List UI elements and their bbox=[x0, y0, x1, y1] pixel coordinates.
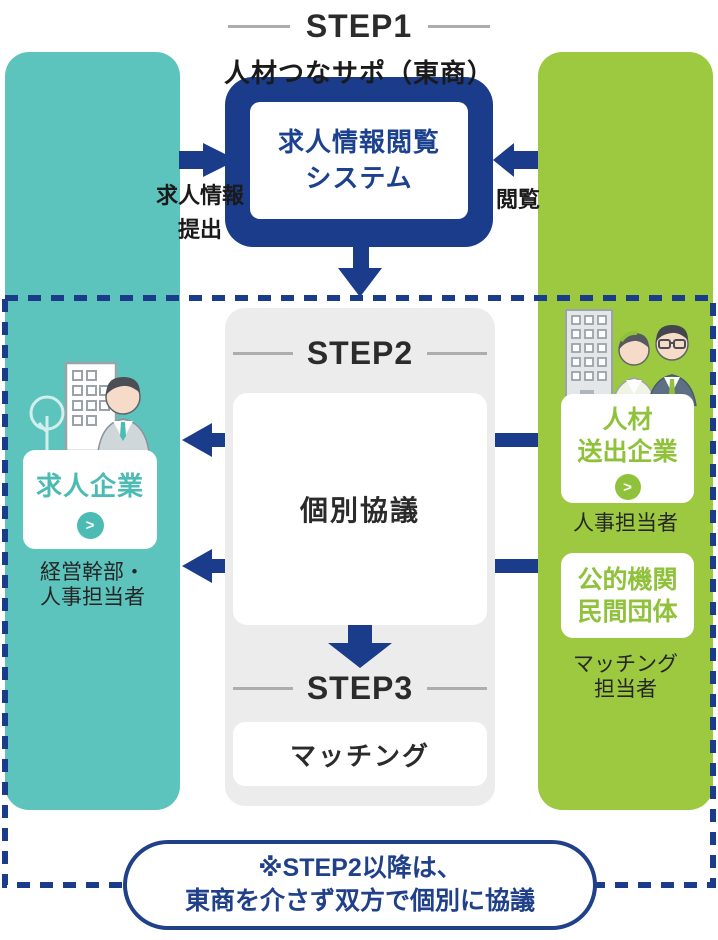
step3-heading: STEP3 bbox=[225, 670, 495, 706]
matching-box: マッチング bbox=[233, 722, 487, 786]
heading-line bbox=[232, 351, 293, 355]
arrow-down-icon bbox=[328, 625, 392, 668]
recruiting-company-label: 求人企業 bbox=[35, 471, 144, 501]
office-building-person-icon bbox=[29, 361, 150, 452]
step2-label: STEP2 bbox=[306, 334, 414, 371]
arrow-right-icon bbox=[179, 143, 237, 177]
system-box-label: 求人情報閲覧 システム bbox=[250, 102, 468, 219]
arrow-down-icon bbox=[338, 247, 382, 297]
public-org-caption: マッチング 担当者 bbox=[573, 653, 678, 702]
org-title: 人材つなサポ（東商） bbox=[223, 58, 494, 88]
heading-line bbox=[232, 686, 293, 690]
consultation-box: 個別協議 bbox=[233, 393, 487, 625]
system-panel: 求人情報閲覧 システム bbox=[225, 77, 493, 247]
office-building-people-icon bbox=[565, 309, 697, 406]
heading-line bbox=[227, 24, 290, 28]
step1-heading: STEP1 bbox=[0, 4, 718, 48]
chevron-right-icon[interactable]: > bbox=[76, 512, 104, 539]
submit-label: 求人情報 提出 bbox=[155, 183, 244, 243]
view-label: 閲覧 bbox=[495, 187, 540, 212]
heading-line bbox=[427, 351, 488, 355]
heading-line bbox=[428, 24, 491, 28]
sending-company-caption: 人事担当者 bbox=[573, 512, 678, 535]
arrow-left-icon bbox=[493, 143, 538, 177]
step3-label: STEP3 bbox=[306, 669, 414, 706]
chevron-right-icon[interactable]: > bbox=[614, 474, 641, 500]
sending-company-label: 人材 送出企業 bbox=[577, 406, 678, 466]
footnote-pill: ※STEP2以降は、 東商を介さず双方で個別に協議 bbox=[123, 840, 597, 930]
sending-company-card[interactable]: 人材 送出企業 > bbox=[561, 394, 694, 503]
heading-line bbox=[427, 686, 488, 690]
public-org-card: 公的機関 民間団体 bbox=[561, 553, 694, 638]
recruiting-company-card[interactable]: 求人企業 > bbox=[23, 450, 157, 549]
step2-heading: STEP2 bbox=[225, 335, 495, 371]
step1-label: STEP1 bbox=[305, 7, 413, 44]
public-org-label: 公的機関 民間団体 bbox=[577, 565, 678, 626]
step2-panel: STEP2 個別協議 STEP3 マッチング bbox=[225, 308, 495, 806]
recruiting-company-caption: 経営幹部・ 人事担当者 bbox=[40, 561, 145, 609]
